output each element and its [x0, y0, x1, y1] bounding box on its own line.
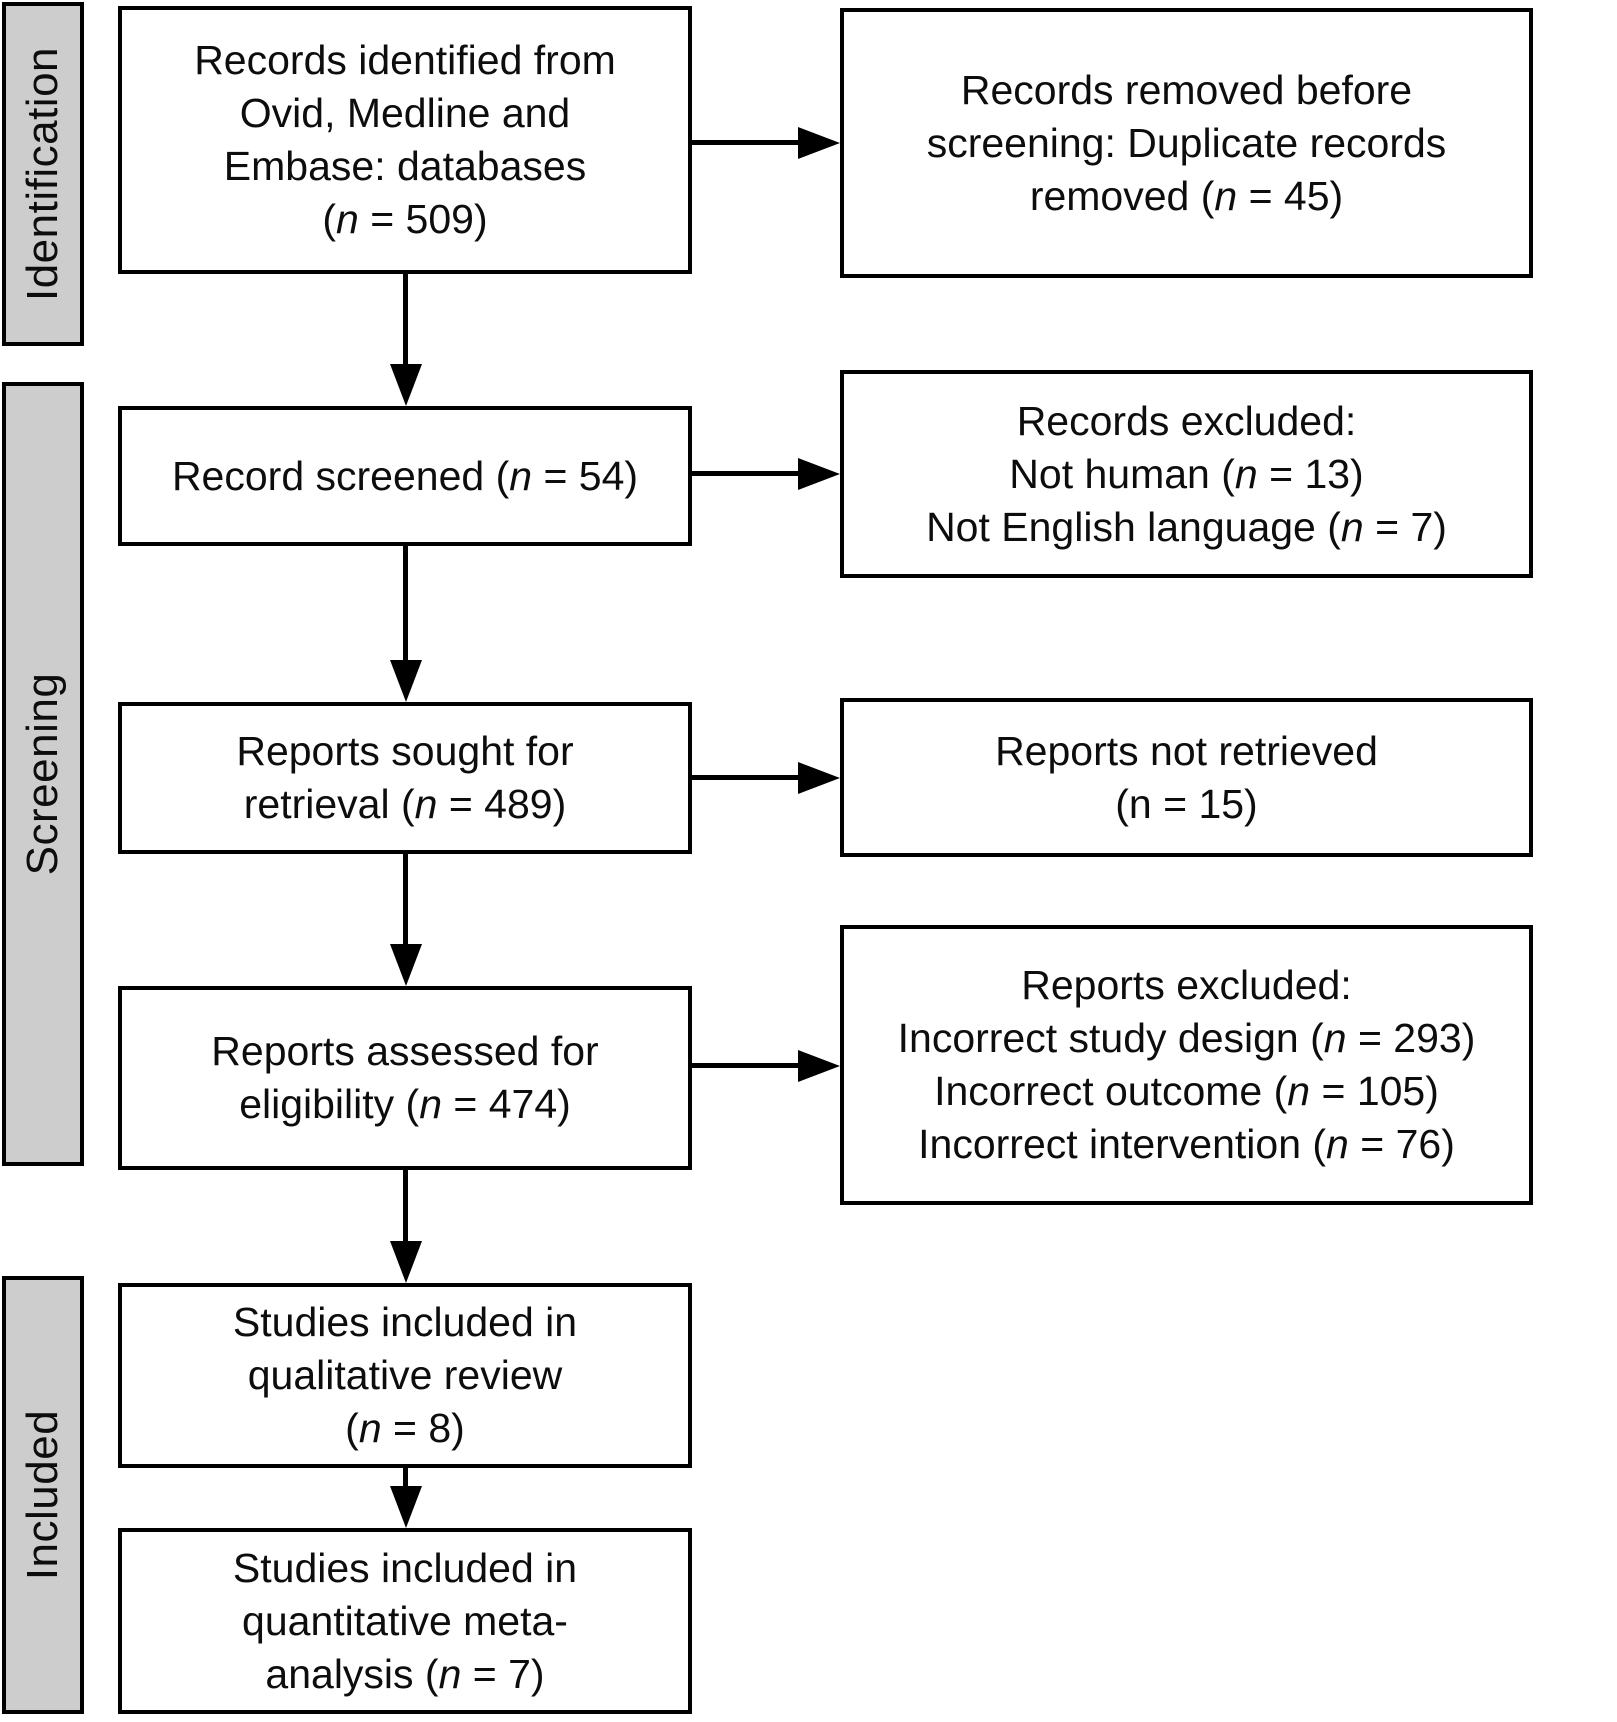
arrow-qualitative-to-quantitative	[389, 1468, 422, 1528]
stage-label-identification: Identification	[18, 46, 67, 302]
box-records-excluded-text: Records excluded:Not human (n = 13)Not E…	[926, 397, 1447, 550]
arrow-assessed-to-qualitative	[389, 1170, 422, 1283]
arrow-screened-to-excluded	[692, 457, 840, 490]
box-reports-excluded: Reports excluded:Incorrect study design …	[840, 925, 1533, 1205]
arrow-sought-to-assessed	[389, 854, 422, 986]
arrow-identified-to-screened	[389, 274, 422, 406]
stage-bar-identification: Identification	[2, 2, 84, 346]
stage-bar-included: Included	[2, 1276, 84, 1714]
box-records-excluded: Records excluded:Not human (n = 13)Not E…	[840, 370, 1533, 578]
stage-label-included: Included	[18, 1409, 67, 1581]
stage-bar-screening: Screening	[2, 382, 84, 1166]
box-reports-not-retrieved-text: Reports not retrieved(n = 15)	[995, 727, 1378, 827]
arrow-assessed-to-reports-excluded	[692, 1049, 840, 1082]
box-reports-excluded-text: Reports excluded:Incorrect study design …	[897, 962, 1476, 1167]
box-records-screened: Record screened (n = 54)	[118, 406, 692, 546]
arrow-identified-to-removed	[692, 126, 840, 159]
arrow-sought-to-not-retrieved	[692, 761, 840, 794]
arrow-screened-to-sought	[389, 546, 422, 702]
stage-label-screening: Screening	[18, 672, 67, 876]
box-records-screened-text: Record screened (n = 54)	[171, 452, 639, 499]
box-reports-not-retrieved: Reports not retrieved(n = 15)	[840, 698, 1533, 857]
